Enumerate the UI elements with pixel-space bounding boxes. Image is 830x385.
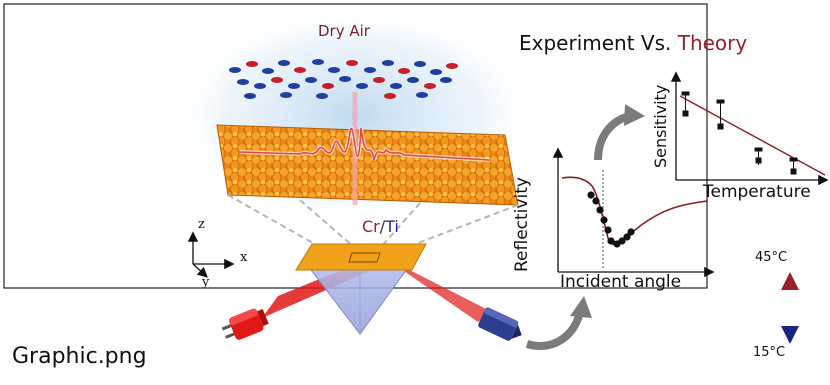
curved-arrow-head xyxy=(570,296,592,318)
sensitivity-axis-label: Sensitivity xyxy=(651,84,670,168)
reflectivity-curve xyxy=(561,176,708,246)
temperature-high-label: 45°C xyxy=(755,250,788,265)
gold-chip xyxy=(295,243,427,271)
material-label: Cr/Ti xyxy=(362,219,399,235)
material-separator: / xyxy=(379,217,386,236)
coordinate-axes xyxy=(187,231,235,278)
laser-source-icon xyxy=(221,308,269,340)
curved-arrow-icon xyxy=(525,310,584,350)
double-arrow-icon xyxy=(781,272,799,344)
gas-molecules xyxy=(229,59,458,99)
temperature-low-label: 15°C xyxy=(753,345,786,360)
sensitivity-chart xyxy=(670,71,829,186)
plasmon-wave xyxy=(239,92,491,205)
temperature-axis-label: Temperature xyxy=(703,182,811,202)
axis-z-label: z xyxy=(198,217,205,232)
axis-y-label: y xyxy=(202,275,210,290)
prism xyxy=(303,261,413,335)
chip-sensing-area xyxy=(348,252,381,263)
incident-angle-axis-label: Incident angle xyxy=(560,272,682,292)
detector-icon xyxy=(478,307,522,341)
curved-arrow-head-2 xyxy=(624,104,645,126)
sensitivity-points xyxy=(681,91,798,175)
title-prefix: Experiment Vs. xyxy=(519,31,678,55)
reflectivity-axis-label: Reflectivity xyxy=(512,177,532,272)
reflectivity-points xyxy=(587,191,635,248)
file-caption: Graphic.png xyxy=(12,344,147,369)
sensitivity-fit-line xyxy=(679,95,826,176)
title-theory: Theory xyxy=(677,31,748,55)
chart-title: Experiment Vs. Theory xyxy=(519,33,747,53)
projection-lines xyxy=(227,194,519,249)
material-cr: Cr xyxy=(362,217,380,236)
reflectivity-chart xyxy=(552,147,715,278)
nanostructured-film xyxy=(216,124,519,206)
dry-air-label: Dry Air xyxy=(318,22,370,40)
axis-x-label: x xyxy=(240,250,248,265)
material-ti: Ti xyxy=(385,217,399,236)
